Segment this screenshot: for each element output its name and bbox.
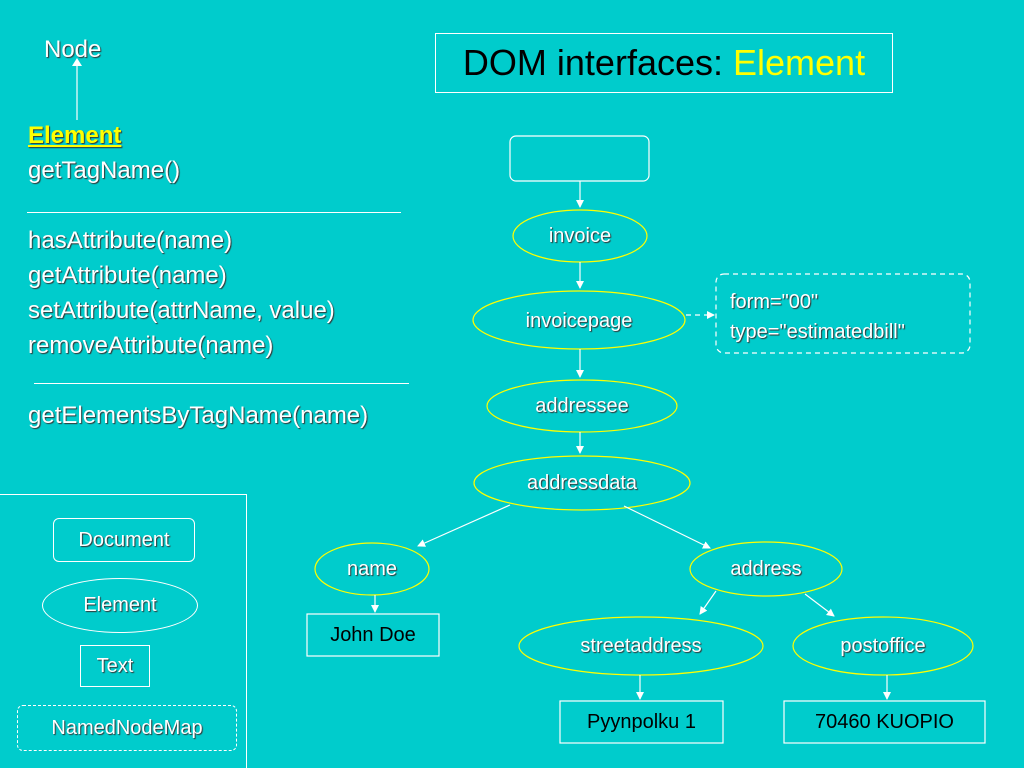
- name-node: [314, 542, 430, 596]
- edge-addressdata-name: [417, 504, 511, 547]
- edge-address-postoffice: [804, 593, 835, 617]
- name-text-value: John Doe: [330, 623, 416, 646]
- invoicepage-node: [472, 290, 686, 350]
- streetaddress-label: streetaddress: [580, 634, 702, 657]
- address-node: [689, 541, 843, 597]
- method-item: removeAttribute(name): [28, 332, 274, 359]
- legend-document: Document: [53, 518, 195, 562]
- addressee-label: addressee: [535, 394, 629, 417]
- invoice-label: invoice: [548, 224, 612, 247]
- method-list: Element getTagName() hasAttribute(name) …: [28, 118, 368, 433]
- streetaddress-text-node: [559, 700, 724, 744]
- divider: [27, 212, 401, 213]
- address-label: address: [730, 557, 802, 580]
- attribute-item: type="estimatedbill": [730, 321, 905, 343]
- inheritance-arrow: [72, 58, 82, 120]
- attribute-item: form="00": [730, 291, 819, 313]
- addressee-node: [486, 379, 678, 433]
- legend-named-node-map: NamedNodeMap: [17, 705, 237, 751]
- method-item: getAttribute(name): [28, 262, 227, 289]
- postoffice-node: [792, 616, 974, 676]
- legend-text: Text: [80, 645, 150, 687]
- page-title: DOM interfaces: Element: [435, 33, 893, 93]
- legend: [0, 494, 247, 768]
- element-heading: Element: [28, 122, 122, 149]
- legend-element: Element: [42, 578, 198, 633]
- method-item: setAttribute(attrName, value): [28, 297, 335, 324]
- streetaddress-node: [518, 616, 764, 676]
- title-prefix: DOM interfaces:: [462, 42, 723, 83]
- document-node: [509, 135, 650, 182]
- method-item: hasAttribute(name): [28, 227, 233, 254]
- postoffice-text-node: [783, 700, 986, 744]
- edge-address-streetaddress: [699, 590, 717, 615]
- edge-addressdata-address: [623, 505, 711, 549]
- invoicepage-label: invoicepage: [525, 309, 633, 332]
- streetaddress-text-value: Pyynpolku 1: [587, 710, 696, 733]
- addressdata-node: [473, 455, 691, 511]
- parent-interface-label: Node: [44, 36, 102, 63]
- method-item: getElementsByTagName(name): [28, 402, 369, 429]
- title-highlight: Element: [733, 42, 866, 83]
- divider: [34, 383, 409, 384]
- addressdata-label: addressdata: [526, 471, 638, 494]
- postoffice-label: postoffice: [840, 634, 926, 657]
- attributes-text: form="00" type="estimatedbill": [730, 287, 905, 347]
- attributes-node: [715, 273, 971, 354]
- name-label: name: [346, 557, 398, 580]
- name-text-node: [306, 613, 440, 657]
- method-item: getTagName(): [28, 157, 181, 184]
- postoffice-text-value: 70460 KUOPIO: [815, 710, 954, 733]
